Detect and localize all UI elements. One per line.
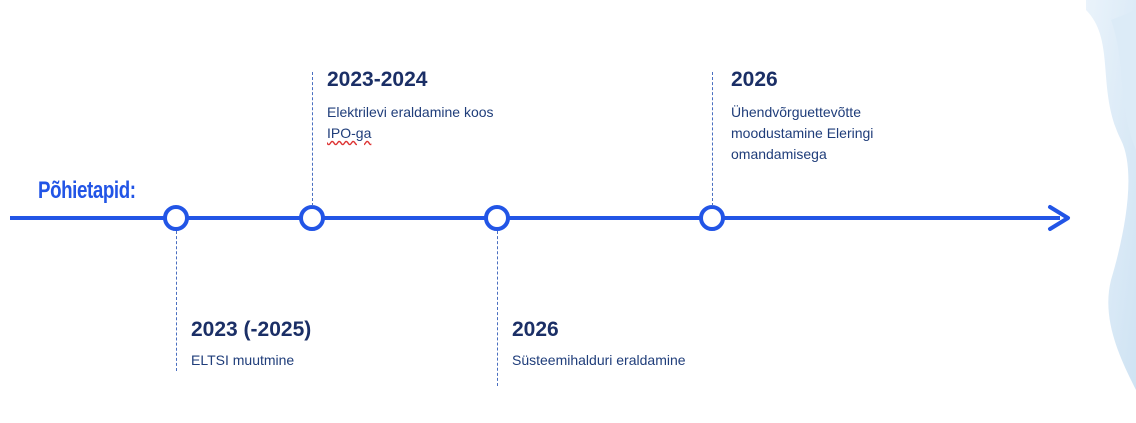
milestone-description: Elektrilevi eraldamine koos [327,104,494,120]
milestone-description: Ühendvõrguettevõtte [731,104,861,120]
milestone-description: moodustamine Eleringi [731,125,874,141]
decorative-background-shape [1086,0,1136,390]
milestone-node [299,205,325,231]
milestone-description: Süsteemihalduri eraldamine [512,352,686,368]
milestone-connector [712,72,713,206]
milestone-description: IPO-ga [327,125,372,141]
milestone-connector [176,231,177,371]
milestone-node [163,205,189,231]
page-title: Põhietapid: [38,177,136,204]
milestone-year: 2026 [731,68,778,91]
milestone-node [699,205,725,231]
milestone-node [484,205,510,231]
milestone-year: 2026 [512,318,559,341]
milestone-description: ELTSI muutmine [191,352,295,368]
milestone-year: 2023 (-2025) [191,318,312,341]
milestone-connector [497,231,498,386]
milestone-year: 2023-2024 [327,68,428,91]
milestone-description: omandamisega [731,146,827,162]
milestone-connector [312,72,313,206]
arrow-head-icon [1048,205,1070,231]
